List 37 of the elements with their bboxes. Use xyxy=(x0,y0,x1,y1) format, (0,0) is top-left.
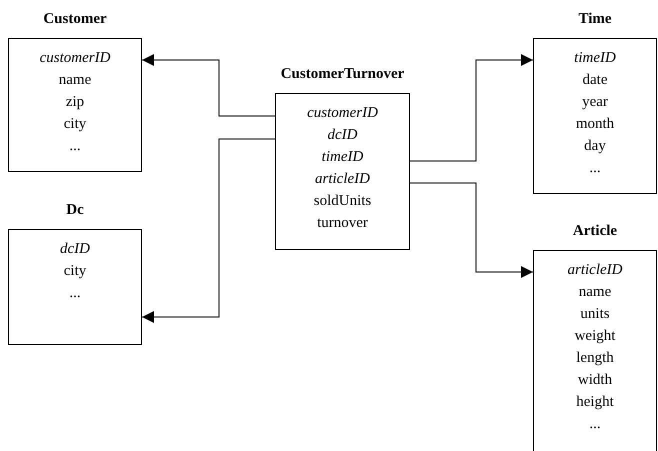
attribute-name: timeID xyxy=(574,49,616,68)
attribute-name: ... xyxy=(589,159,601,178)
connector-arrow xyxy=(142,54,276,116)
entity-title: Time xyxy=(577,10,613,29)
connector-arrow xyxy=(410,54,534,162)
attribute-name: ... xyxy=(589,415,601,434)
attribute-name: weight xyxy=(574,327,616,346)
attribute-name: ... xyxy=(69,284,81,303)
attribute-name: height xyxy=(576,393,614,412)
attribute-name: month xyxy=(576,115,614,134)
attribute-name: turnover xyxy=(317,214,368,233)
attribute-name: articleID xyxy=(568,261,622,280)
attribute-name: name xyxy=(578,283,612,302)
attribute-name: dcID xyxy=(328,126,358,145)
entity-title: Customer xyxy=(42,10,108,29)
attribute-name: length xyxy=(576,349,614,368)
attribute-name: zip xyxy=(66,93,84,112)
attribute-name: customerID xyxy=(40,49,110,68)
attribute-name: customerID xyxy=(307,104,378,123)
connector-arrow xyxy=(410,182,534,278)
attribute-name: day xyxy=(584,137,606,156)
attribute-name: units xyxy=(580,305,610,324)
attribute-name: date xyxy=(582,71,608,90)
entity-title: Article xyxy=(572,222,618,241)
attribute-name: name xyxy=(58,71,92,90)
attribute-name: articleID xyxy=(315,170,370,189)
attribute-name: year xyxy=(582,93,608,112)
attribute-name: dcID xyxy=(60,240,90,259)
attribute-name: ... xyxy=(69,137,81,156)
entity-title: Dc xyxy=(65,201,85,220)
attribute-name: city xyxy=(64,262,86,281)
entity-title: CustomerTurnover xyxy=(280,65,406,84)
attribute-name: timeID xyxy=(322,148,364,167)
attribute-name: city xyxy=(64,115,86,134)
attribute-name: width xyxy=(578,371,612,390)
connector-arrow xyxy=(142,138,276,323)
attribute-name: soldUnits xyxy=(314,192,372,211)
